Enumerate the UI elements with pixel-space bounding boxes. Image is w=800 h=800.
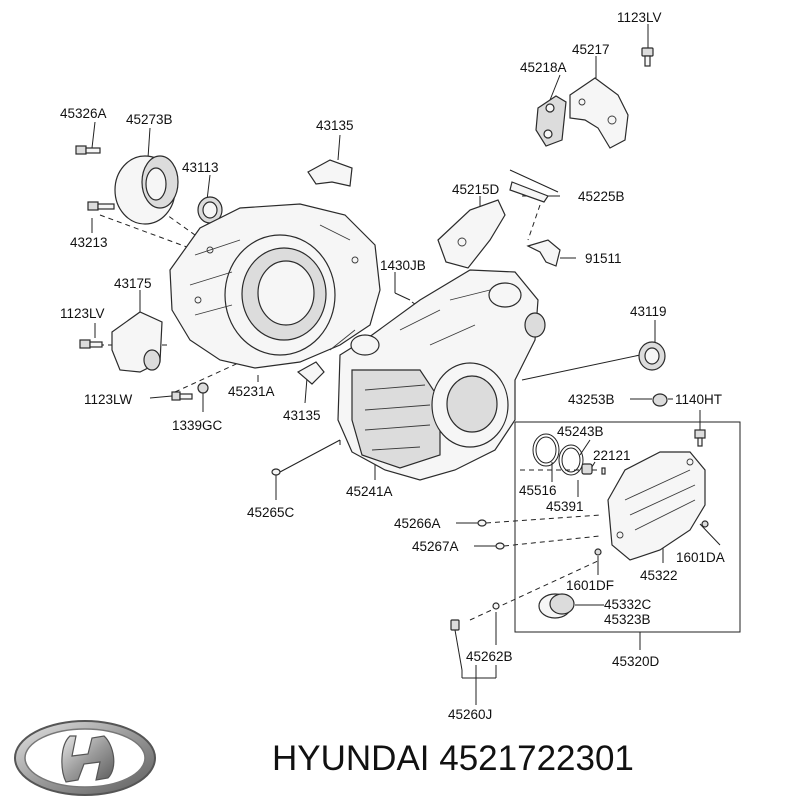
- seal-43119-icon: [638, 341, 666, 371]
- o-ring-45267a-icon: [495, 542, 505, 550]
- label-45322: 45322: [640, 568, 678, 583]
- transaxle-housing-45231a-icon: [169, 203, 381, 369]
- hyundai-logo-icon: [14, 720, 156, 796]
- label-1430jb: 1430JB: [380, 258, 426, 273]
- label-43213: 43213: [70, 235, 108, 250]
- plate-45225b-icon: [509, 181, 549, 203]
- damper-ring-45273b-icon: [114, 155, 179, 225]
- label-43253b: 43253B: [568, 392, 615, 407]
- label-45215d: 45215D: [452, 182, 500, 197]
- label-43175: 43175: [114, 276, 152, 291]
- label-45262b: 45262B: [466, 649, 513, 664]
- side-cover-45322-icon: [607, 451, 706, 561]
- label-43113: 43113: [182, 160, 219, 175]
- plug-43253b-icon: [652, 393, 668, 407]
- label-43135-top: 43135: [316, 118, 354, 133]
- label-1601da: 1601DA: [676, 550, 725, 565]
- nut-1339gc-icon: [197, 382, 209, 394]
- bracket-45217-icon: [569, 77, 629, 149]
- leader-lines: [91, 24, 741, 705]
- bolt-1140ht-icon: [694, 429, 706, 447]
- label-22121: 22121: [593, 448, 631, 463]
- seal-43113-icon: [197, 196, 223, 224]
- plug-1601da-icon: [701, 520, 709, 528]
- label-45516: 45516: [519, 483, 557, 498]
- o-ring-45265c-icon: [271, 468, 281, 476]
- label-1123lv-top: 1123LV: [617, 10, 662, 25]
- o-ring-45266a-icon: [477, 519, 487, 527]
- plate-45218a-icon: [535, 95, 567, 147]
- label-1140ht: 1140HT: [675, 392, 722, 407]
- plug-1601df-icon: [594, 548, 602, 556]
- o-ring-45243b-icon: [558, 444, 584, 476]
- label-45225b: 45225B: [578, 189, 625, 204]
- label-45265c: 45265C: [247, 505, 295, 520]
- pin-22121-icon: [601, 467, 606, 475]
- bolt-1123lv-left-icon: [79, 339, 103, 349]
- label-1123lv-left: 1123LV: [60, 306, 105, 321]
- o-ring-45262b-icon: [492, 602, 500, 610]
- label-45218a: 45218A: [520, 60, 567, 75]
- bracket-43135-top-icon: [307, 159, 353, 187]
- bearing-45391-icon: [581, 463, 593, 475]
- label-45391: 45391: [546, 499, 584, 514]
- bolt-1123lv-top-icon: [641, 47, 654, 67]
- label-1601df: 1601DF: [566, 578, 614, 593]
- plug-45260j-icon: [450, 619, 460, 631]
- label-45320d: 45320D: [612, 654, 660, 669]
- label-45273b: 45273B: [126, 112, 173, 127]
- o-ring-45516-icon: [532, 433, 560, 467]
- brand-part-number: HYUNDAI 4521722301: [272, 739, 634, 778]
- label-45266a: 45266A: [394, 516, 441, 531]
- clip-91511-icon: [526, 239, 561, 267]
- label-45241a: 45241A: [346, 484, 393, 499]
- transmission-case-45241a-icon: [337, 269, 546, 481]
- label-45267a: 45267A: [412, 539, 459, 554]
- label-45231a: 45231A: [228, 384, 275, 399]
- bracket-45215d-icon: [437, 199, 506, 269]
- piston-45332c-icon: [538, 593, 575, 619]
- bolt-1123lw-icon: [171, 391, 193, 401]
- label-1339gc: 1339GC: [172, 418, 223, 433]
- bolt-45326a-icon: [75, 145, 101, 155]
- bolt-43213-icon: [87, 201, 115, 211]
- label-91511: 91511: [585, 251, 622, 266]
- label-45260j: 45260J: [448, 707, 492, 722]
- label-45243b: 45243B: [557, 424, 604, 439]
- label-45332c: 45332C: [604, 597, 652, 612]
- label-45323b: 45323B: [604, 612, 651, 627]
- label-43119: 43119: [630, 304, 667, 319]
- part-labels: 1123LV 45217 45218A 45326A 45273B 43135 …: [60, 10, 725, 722]
- bracket-43135-bottom-icon: [296, 361, 325, 385]
- label-1123lw: 1123LW: [84, 392, 133, 407]
- label-45217: 45217: [572, 42, 610, 57]
- label-45326a: 45326A: [60, 106, 107, 121]
- bracket-43175-icon: [111, 311, 163, 373]
- label-43135-bottom: 43135: [283, 408, 321, 423]
